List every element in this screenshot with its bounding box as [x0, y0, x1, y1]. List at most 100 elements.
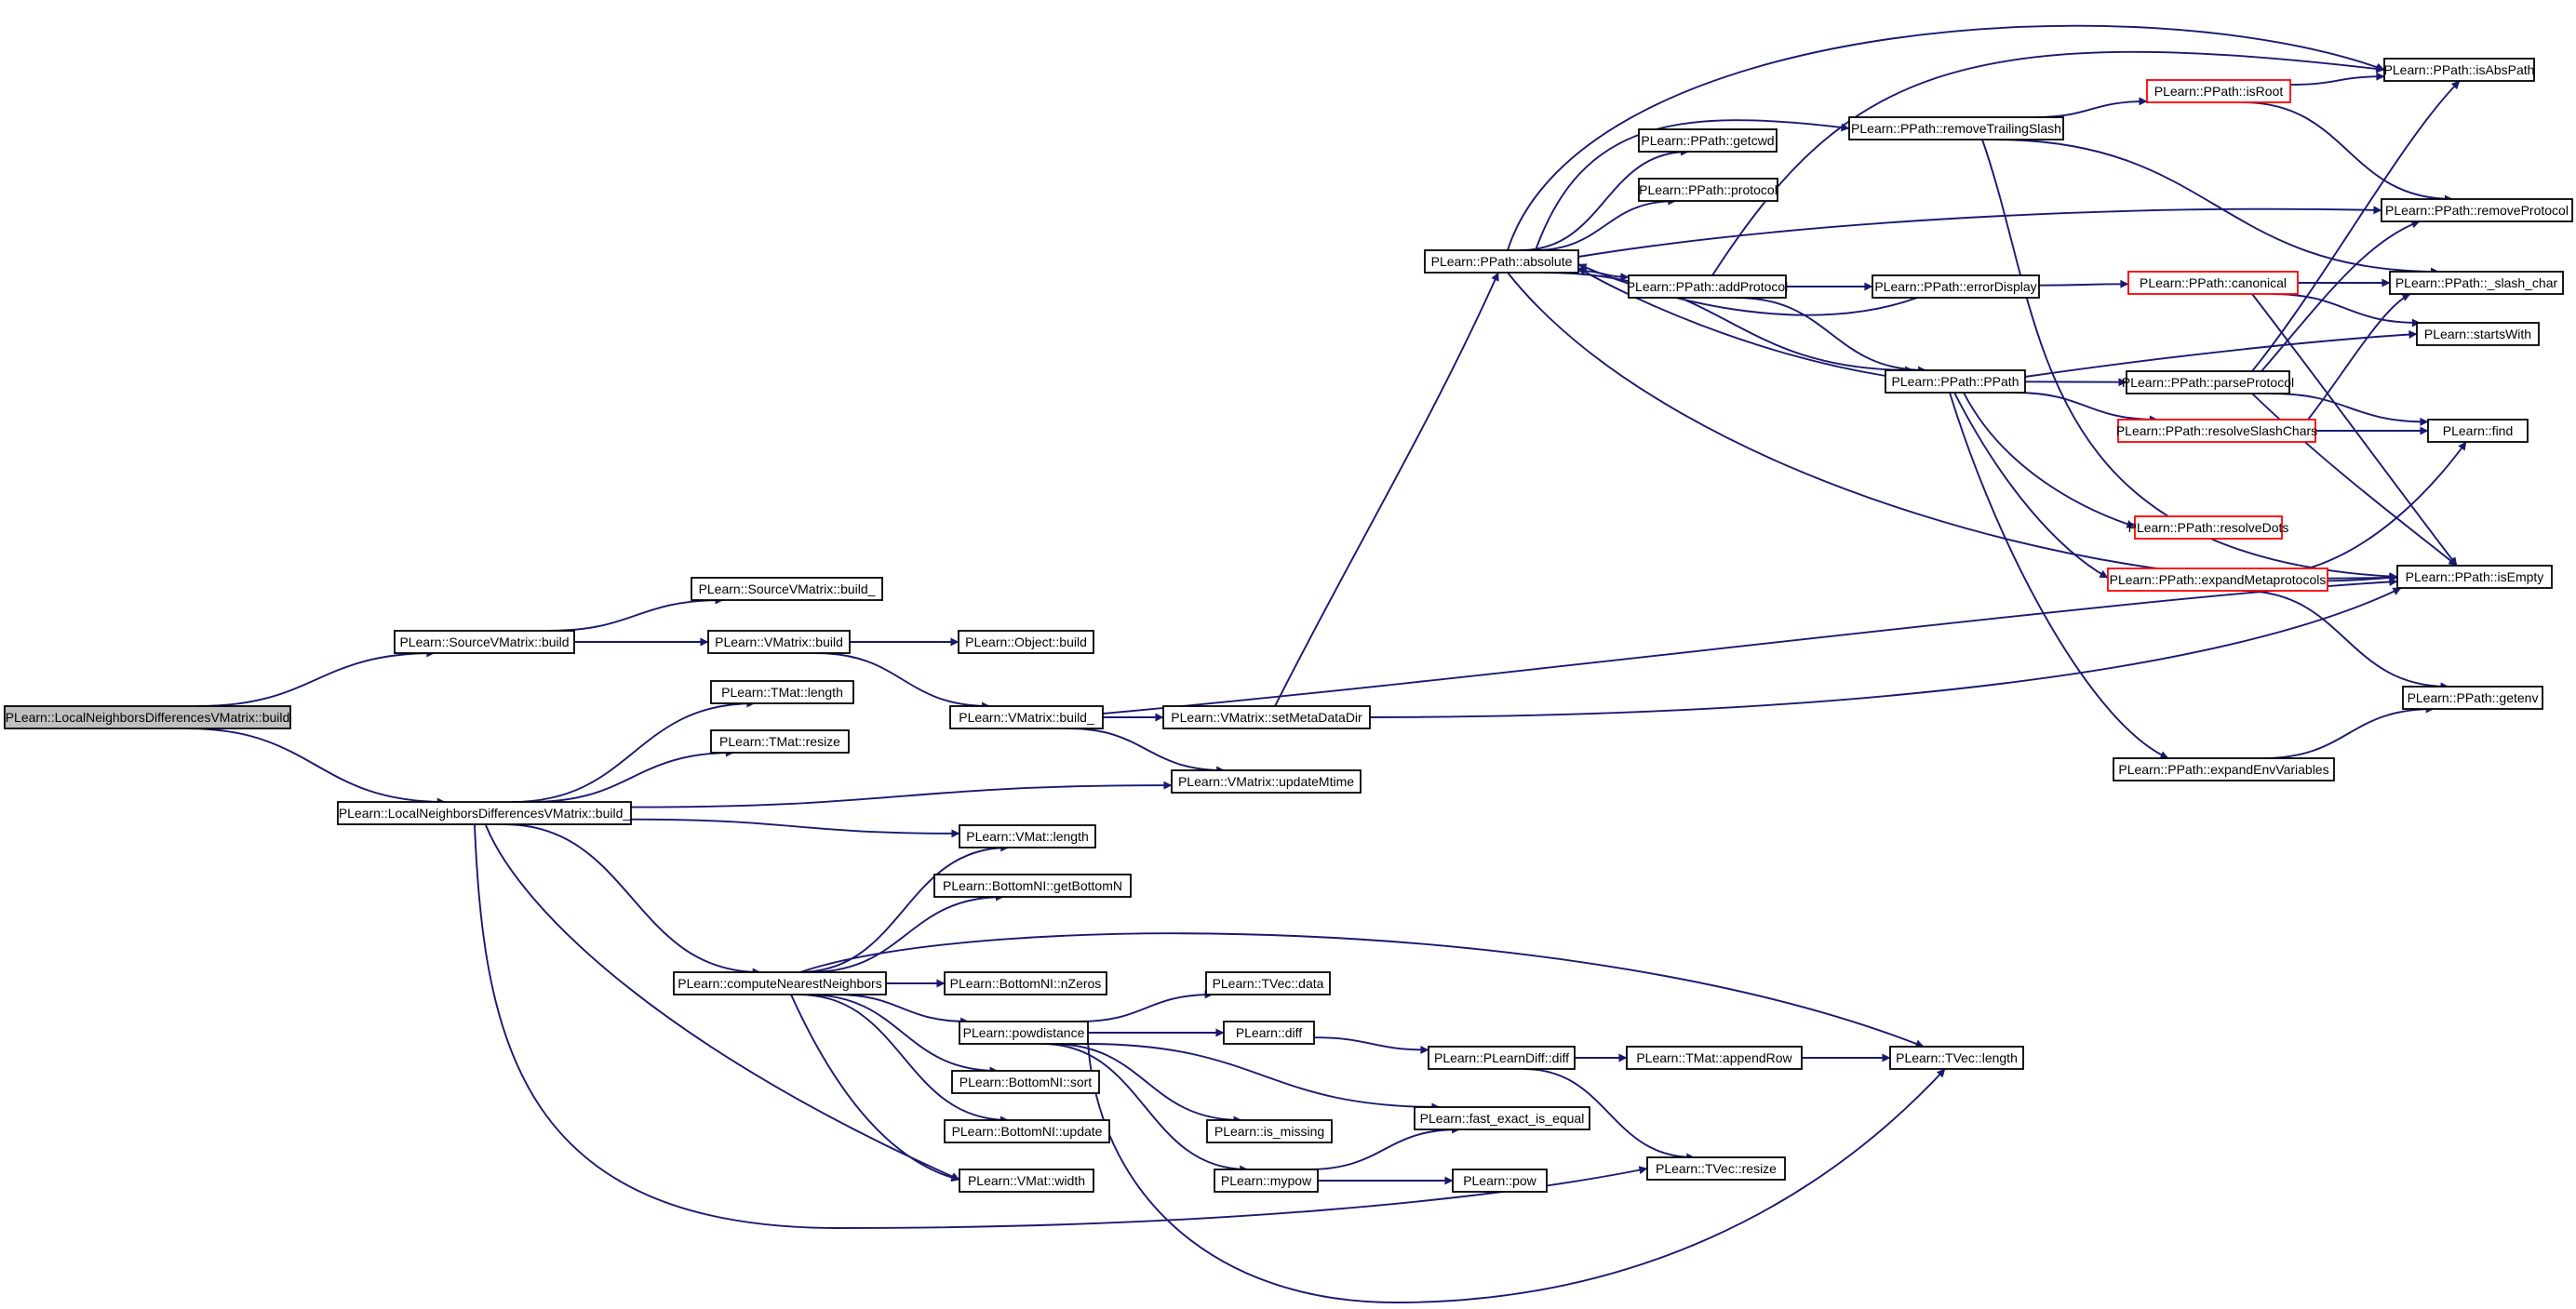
node-tvec-length[interactable]: PLearn::TVec::length [1889, 1046, 2024, 1070]
node-label: PLearn::BottomNI::getBottomN [943, 878, 1122, 893]
node-box [1872, 274, 2040, 299]
node-isempty[interactable]: PLearn::PPath::isEmpty [2396, 565, 2553, 589]
node-box [1626, 1046, 1803, 1070]
node-tmat-length[interactable]: PLearn::TMat::length [710, 680, 854, 704]
edge-lndvm_build_-to-tmat_length [511, 699, 756, 803]
node-getcwd[interactable]: PLearn::PPath::getcwd [1638, 128, 1778, 153]
node-box [951, 1070, 1100, 1094]
node-label: PLearn::PLearnDiff::diff [1434, 1050, 1569, 1065]
edge-plearndiff-to-tvec_resize [1523, 1068, 1696, 1162]
edge-absolute-to-removeprotocol [1577, 206, 2382, 258]
node-box [959, 824, 1096, 848]
node-setmetadatadir[interactable]: PLearn::VMatrix::setMetaDataDir [1162, 705, 1371, 729]
node-resolvedots[interactable]: PLearn::PPath::resolveDots [2128, 515, 2289, 540]
node-getenv[interactable]: PLearn::PPath::getenv [2402, 686, 2543, 710]
edge-parseprotocol-to-removeprotocol [2261, 220, 2421, 372]
node-box [959, 1021, 1089, 1045]
node-addprotocol[interactable]: PLearn::PPath::addProtocol [1627, 274, 1789, 299]
node-box [1171, 769, 1362, 794]
edge-cnn-to-vmat_width [790, 994, 960, 1182]
node-label: PLearn::LocalNeighborsDifferencesVMatrix… [339, 806, 631, 821]
node-label: PLearn::PPath::canonical [2140, 275, 2287, 290]
node-box [2127, 271, 2299, 295]
node-getbottomn[interactable]: PLearn::BottomNI::getBottomN [933, 874, 1132, 898]
node-isabspath[interactable]: PLearn::PPath::isAbsPath [2383, 58, 2535, 82]
node-parseprotocol[interactable]: PLearn::PPath::parseProtocol [2122, 370, 2294, 394]
node-box [673, 971, 887, 995]
node-label: PLearn::fast_exact_is_equal [1420, 1111, 1585, 1126]
node-tmat-resize[interactable]: PLearn::TMat::resize [710, 729, 850, 754]
node-removeprotocol[interactable]: PLearn::PPath::removeProtocol [2381, 198, 2573, 222]
node-nzeros[interactable]: PLearn::BottomNI::nZeros [944, 971, 1107, 995]
node-label: PLearn::PPath::isRoot [2154, 84, 2284, 99]
edge-cnn-to-powdistance [835, 994, 970, 1026]
edge-absolute-to-isabspath [1507, 24, 2385, 251]
node-bn-sort[interactable]: PLearn::BottomNI::sort [951, 1070, 1100, 1094]
node-resolveslash[interactable]: PLearn::PPath::resolveSlashChars [2116, 419, 2317, 443]
edge-removetrailing-to-isroot [2034, 97, 2148, 118]
node-bn-update[interactable]: PLearn::BottomNI::update [944, 1119, 1110, 1143]
node-startswith[interactable]: PLearn::startsWith [2416, 322, 2540, 346]
node-pow[interactable]: PLearn::pow [1452, 1169, 1548, 1193]
node-canonical[interactable]: PLearn::PPath::canonical [2127, 271, 2299, 295]
edge-absolute-to-protocol [1534, 196, 1677, 251]
edge-resolveslash-to-slashchar [2307, 293, 2411, 421]
edge-expandmeta-to-isempty [2327, 573, 2398, 582]
node-tmat-appendrow[interactable]: PLearn::TMat::appendRow [1626, 1046, 1803, 1070]
node-label: PLearn::TMat::length [721, 685, 843, 700]
node-box [710, 729, 850, 754]
node-protocol[interactable]: PLearn::PPath::protocol [1638, 178, 1778, 202]
node-label: PLearn::PPath::PPath [1892, 374, 2019, 389]
node-vmat-width[interactable]: PLearn::VMat::width [959, 1169, 1094, 1193]
node-lndvm-build[interactable]: PLearn::LocalNeighborsDifferencesVMatrix… [4, 705, 291, 729]
node-vmat-length[interactable]: PLearn::VMat::length [959, 824, 1096, 848]
node-label: PLearn::SourceVMatrix::build_ [699, 581, 876, 596]
node-label: PLearn::Object::build [965, 634, 1087, 649]
node-vmatrix-build-[interactable]: PLearn::VMatrix::build_ [949, 705, 1104, 729]
edge-cnn-to-getbottomn [808, 892, 1004, 973]
node-cnn[interactable]: PLearn::computeNearestNeighbors [673, 971, 887, 995]
node-svm-build-[interactable]: PLearn::SourceVMatrix::build_ [691, 577, 883, 601]
node-lndvm-build-[interactable]: PLearn::LocalNeighborsDifferencesVMatrix… [337, 801, 632, 825]
edge-expandmeta-to-find [2307, 441, 2467, 569]
edge-vmatrix_build_-to-isempty [1102, 577, 2398, 715]
node-label: PLearn::BottomNI::update [952, 1124, 1103, 1139]
node-label: PLearn::PPath::parseProtocol [2122, 375, 2294, 390]
node-label: PLearn::PPath::isEmpty [2406, 569, 2544, 584]
node-find[interactable]: PLearn::find [2427, 419, 2529, 443]
node-absolute[interactable]: PLearn::PPath::absolute [1424, 249, 1579, 274]
edge-ppath-to-expandmeta [1953, 392, 2109, 579]
node-label: PLearn::PPath::errorDisplay [1874, 279, 2036, 294]
node-plearndiff[interactable]: PLearn::PLearnDiff::diff [1428, 1046, 1576, 1070]
node-box [944, 971, 1107, 995]
node-tvec-data[interactable]: PLearn::TVec::data [1205, 971, 1331, 995]
node-is-missing[interactable]: PLearn::is_missing [1206, 1119, 1333, 1143]
node-label: PLearn::TVec::resize [1656, 1161, 1777, 1176]
node-ppath[interactable]: PLearn::PPath::PPath [1885, 369, 2026, 394]
node-diff[interactable]: PLearn::diff [1223, 1021, 1315, 1045]
node-expandenv[interactable]: PLearn::PPath::expandEnvVariables [2113, 757, 2335, 781]
node-label: PLearn::PPath::resolveDots [2128, 520, 2289, 535]
node-mypow[interactable]: PLearn::mypow [1214, 1169, 1319, 1193]
node-box [2146, 79, 2291, 103]
node-fast-exact[interactable]: PLearn::fast_exact_is_equal [1414, 1106, 1590, 1130]
node-isroot[interactable]: PLearn::PPath::isRoot [2146, 79, 2291, 103]
node-updatemtime[interactable]: PLearn::VMatrix::updateMtime [1171, 769, 1362, 794]
node-tvec-resize[interactable]: PLearn::TVec::resize [1646, 1156, 1786, 1181]
node-errordisplay[interactable]: PLearn::PPath::errorDisplay [1872, 274, 2040, 299]
node-object-build[interactable]: PLearn::Object::build [958, 630, 1094, 654]
node-vmatrix-build[interactable]: PLearn::VMatrix::build [707, 630, 851, 654]
node-label: PLearn::PPath::expandEnvVariables [2118, 762, 2328, 777]
node-box [2381, 198, 2573, 222]
node-expandmeta[interactable]: PLearn::PPath::expandMetaprotocols [2107, 568, 2328, 592]
edge-setmetadatadir-to-isempty [1369, 587, 2402, 718]
node-label: PLearn::VMat::width [968, 1173, 1085, 1188]
node-label: PLearn::PPath::removeTrailingSlash [1851, 121, 2061, 136]
node-box [959, 1169, 1094, 1193]
node-svm-build[interactable]: PLearn::SourceVMatrix::build [394, 630, 575, 654]
node-powdistance[interactable]: PLearn::powdistance [959, 1021, 1089, 1045]
node-label: PLearn::find [2443, 423, 2514, 438]
node-removetrailing[interactable]: PLearn::PPath::removeTrailingSlash [1848, 116, 2064, 140]
node-slashchar[interactable]: PLearn::PPath::_slash_char [2389, 271, 2564, 295]
node-label: PLearn::VMatrix::build_ [959, 710, 1094, 725]
